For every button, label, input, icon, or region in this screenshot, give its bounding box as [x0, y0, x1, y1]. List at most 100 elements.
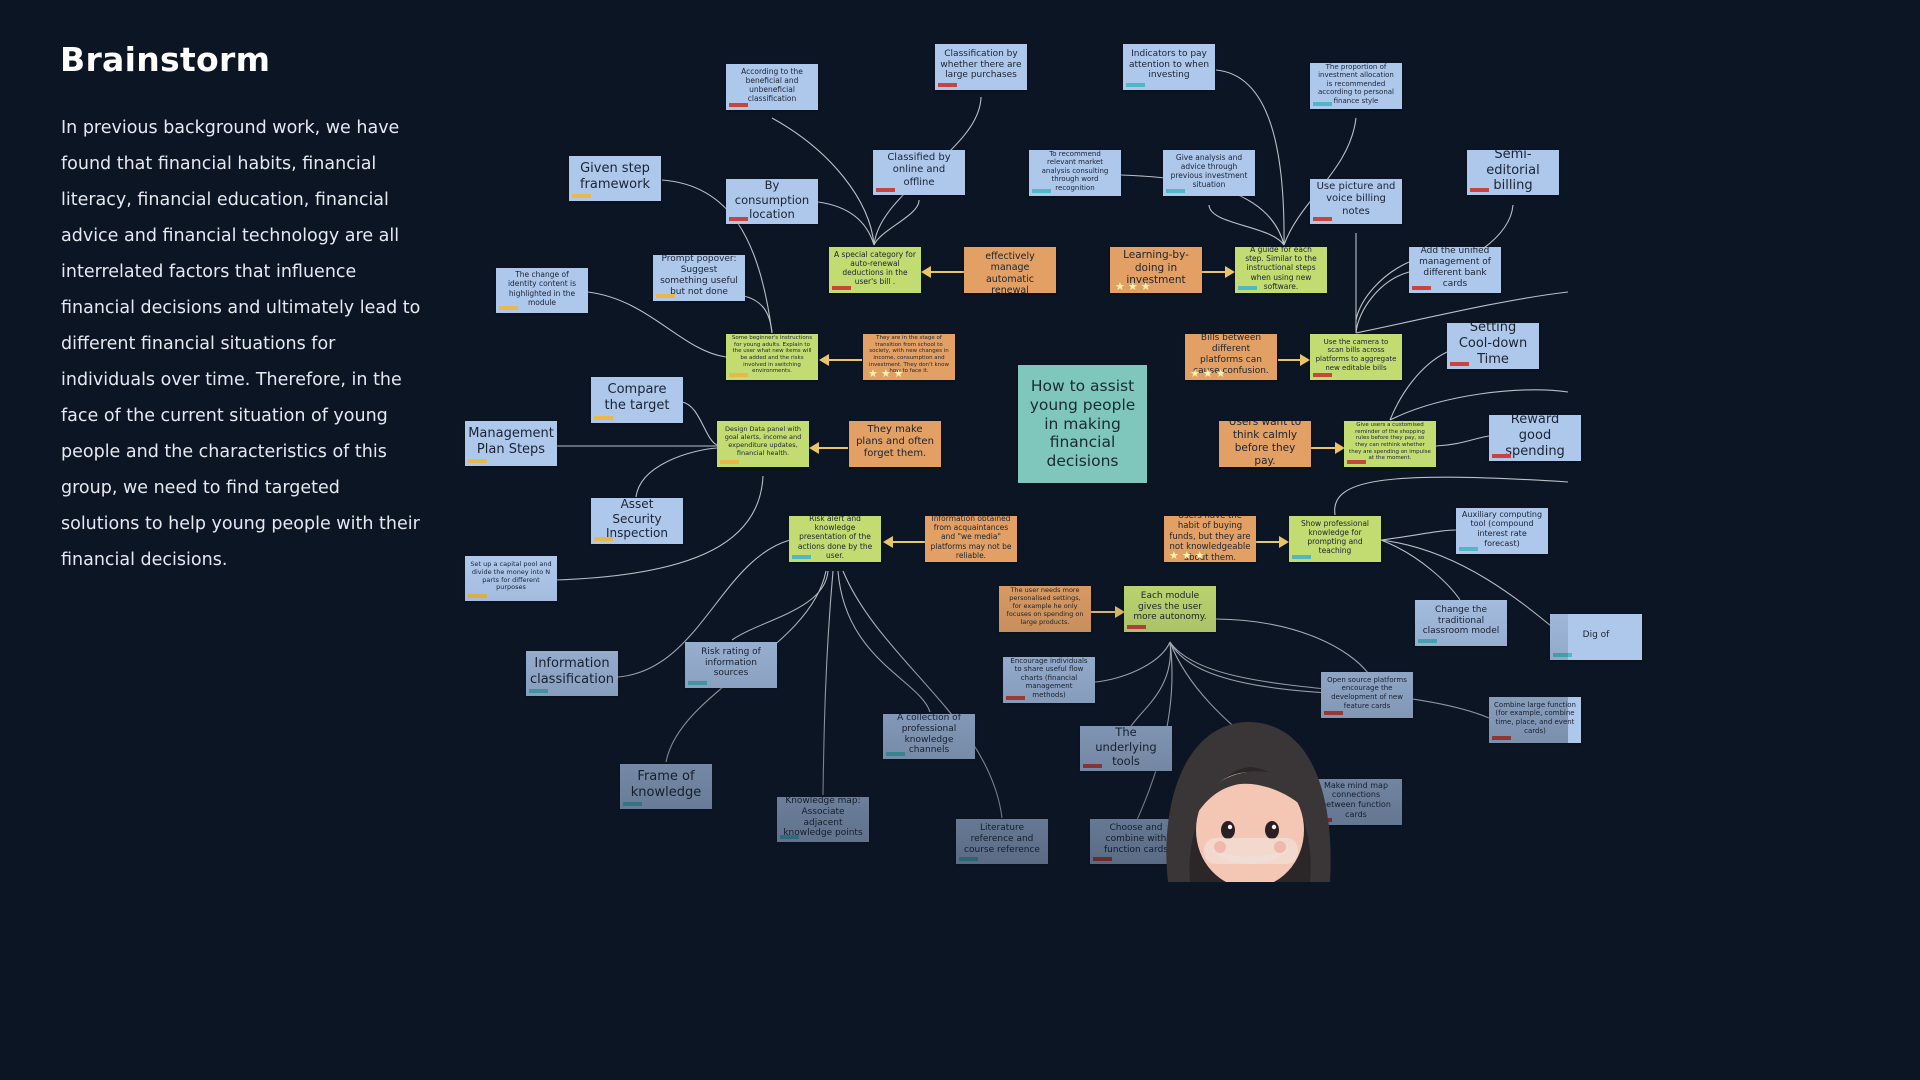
sticky-note-text: Add the unified management of different … [1419, 247, 1491, 289]
sticky-note[interactable]: Combine large function (for example, com… [1489, 697, 1581, 743]
sticky-note[interactable]: According to the beneficial and unbenefi… [726, 64, 818, 110]
sticky-note[interactable]: They make plans and often forget them. [849, 421, 941, 467]
category-tag [1347, 460, 1366, 464]
arrow-learning [1202, 266, 1235, 278]
sticky-note[interactable]: Bills between different platforms can ca… [1185, 334, 1277, 380]
sticky-note[interactable]: Information obtained from acquaintances … [925, 516, 1017, 562]
sticky-note[interactable]: They are in the stage of transition from… [863, 334, 955, 380]
sticky-note-text: Design Data panel with goal alerts, inco… [724, 425, 802, 457]
sticky-note-text: Unable to effectively manage automatic r… [985, 247, 1035, 293]
sticky-note[interactable]: Given step framework [569, 156, 661, 201]
star-rating-icon: ★★★ [868, 367, 907, 380]
arrow-calm [1311, 442, 1345, 454]
sticky-note[interactable]: Each module gives the user more autonomy… [1124, 586, 1216, 632]
sticky-note-text: Information classification [529, 655, 615, 687]
sticky-note[interactable]: A guide for each step. Similar to the in… [1235, 247, 1327, 293]
sticky-note-text: Open source platforms encourage the deve… [1327, 675, 1407, 710]
sticky-note-text: Compare the target [604, 382, 670, 413]
sticky-note[interactable]: The proportion of investment allocation … [1310, 63, 1402, 109]
sticky-note[interactable]: A special category for auto-renewal dedu… [829, 247, 921, 293]
sticky-note[interactable]: Add the unified management of different … [1409, 247, 1501, 293]
category-tag [1418, 639, 1437, 643]
sticky-note-text: The change of identity content is highli… [507, 270, 577, 307]
sticky-note-text: Each module gives the user more autonomy… [1133, 590, 1207, 623]
category-tag [959, 857, 978, 861]
sticky-note-text: Give analysis and advice through previou… [1170, 152, 1248, 190]
sticky-note[interactable]: To recommend relevant market analysis co… [1029, 150, 1121, 196]
star-rating-icon: ★★★ [1190, 367, 1229, 380]
sticky-note[interactable]: A collection of professional knowledge c… [883, 714, 975, 759]
sticky-note[interactable]: Change the traditional classroom model [1415, 600, 1507, 646]
sticky-note[interactable]: Management Plan Steps [465, 421, 557, 466]
sticky-note[interactable]: Set up a capital pool and divide the mon… [465, 556, 557, 601]
sticky-note[interactable]: Users want to think calmly before they p… [1219, 421, 1311, 467]
sticky-note[interactable]: Encourage individuals to share useful fl… [1003, 657, 1095, 703]
category-tag [688, 681, 707, 685]
sticky-note[interactable]: Learning-by-doing in investment★★★ [1110, 247, 1202, 293]
central-question-note[interactable]: How to assist young people in making fin… [1018, 365, 1147, 483]
category-tag [729, 217, 748, 221]
sticky-note[interactable]: Classified by online and offline [873, 150, 965, 195]
sticky-note[interactable]: Indicators to pay attention to when inve… [1123, 44, 1215, 90]
arrow-information [883, 536, 925, 548]
category-tag [499, 306, 518, 310]
brainstorm-board: How to assist young people in making fin… [0, 44, 1642, 882]
sticky-note-text: Management Plan Steps [468, 425, 554, 457]
sticky-note[interactable]: Use the camera to scan bills across plat… [1310, 334, 1402, 380]
sticky-note-text: A guide for each step. Similar to the in… [1245, 247, 1317, 291]
sticky-note-text: Classification by whether there are larg… [940, 48, 1022, 81]
sticky-note[interactable]: Setting Cool-down Time [1447, 323, 1539, 369]
sticky-note[interactable]: Design Data panel with goal alerts, inco… [717, 421, 809, 467]
sticky-note[interactable]: Show professional knowledge for promptin… [1289, 516, 1381, 562]
sticky-note[interactable]: Some beginner's instructions for young a… [726, 334, 818, 380]
category-tag [1459, 547, 1478, 551]
sticky-note[interactable]: Asset Security Inspection [591, 498, 683, 544]
sticky-note[interactable]: Dig of [1550, 614, 1642, 660]
category-tag [886, 752, 905, 756]
sticky-note[interactable]: The change of identity content is highli… [496, 268, 588, 313]
sticky-note-text: Give users a customised reminder of the … [1349, 421, 1431, 462]
sticky-note-text: The proportion of investment allocation … [1318, 63, 1394, 105]
category-tag [1450, 362, 1469, 366]
sticky-note[interactable]: Semi-editorial billing [1467, 150, 1559, 195]
sticky-note[interactable]: Unable to effectively manage automatic r… [964, 247, 1056, 293]
category-tag [1126, 83, 1145, 87]
sticky-note[interactable]: Information classification [526, 651, 618, 696]
sticky-note-text: Risk rating of information sources [701, 646, 761, 679]
sticky-note[interactable]: By consumption location [726, 179, 818, 224]
sticky-note[interactable]: Knowledge map: Associate adjacent knowle… [777, 797, 869, 842]
category-tag [1492, 736, 1511, 740]
category-tag [729, 103, 748, 107]
sticky-note-text: Literature reference and course referenc… [964, 823, 1040, 855]
sticky-note-text: Frame of knowledge [630, 768, 702, 800]
sticky-note[interactable]: The user needs more personalised setting… [999, 586, 1091, 632]
sticky-note[interactable]: Users have the habit of buying funds, bu… [1164, 516, 1256, 562]
sticky-note[interactable]: Give analysis and advice through previou… [1163, 150, 1255, 196]
category-tag [623, 802, 642, 806]
sticky-note-text: They make plans and often forget them. [856, 423, 934, 460]
sticky-note[interactable]: Frame of knowledge [620, 764, 712, 809]
sticky-note[interactable]: Prompt popover: Suggest something useful… [653, 255, 745, 301]
sticky-note-text: Users have the habit of buying funds, bu… [1169, 516, 1251, 562]
sticky-note[interactable]: Auxiliary computing tool (compound inter… [1456, 508, 1548, 554]
sticky-note-text: Learning-by-doing in investment [1123, 248, 1189, 287]
sticky-note[interactable]: Risk rating of information sources [685, 642, 777, 688]
arrow-plans [809, 442, 848, 454]
sticky-note[interactable]: Use picture and voice billing notes [1310, 179, 1402, 224]
category-tag [1127, 625, 1146, 629]
sticky-note[interactable]: Classification by whether there are larg… [935, 44, 1027, 90]
sticky-note[interactable]: Literature reference and course referenc… [956, 819, 1048, 864]
arrow-personalised [1091, 606, 1125, 618]
sticky-note-text: Dig of [1582, 629, 1610, 640]
sticky-note[interactable]: Give users a customised reminder of the … [1344, 421, 1436, 467]
category-tag [1313, 102, 1332, 106]
category-tag [1313, 373, 1332, 377]
sticky-note-text: Risk alert and knowledge presentation of… [797, 516, 873, 560]
sticky-note[interactable]: Compare the target [591, 377, 683, 423]
arrow-bills [1278, 354, 1310, 366]
sticky-note[interactable]: Reward good spending [1489, 415, 1581, 461]
sticky-note-text: Setting Cool-down Time [1458, 323, 1528, 367]
category-tag [594, 537, 613, 541]
sticky-note[interactable]: Risk alert and knowledge presentation of… [789, 516, 881, 562]
category-tag [1313, 217, 1332, 221]
